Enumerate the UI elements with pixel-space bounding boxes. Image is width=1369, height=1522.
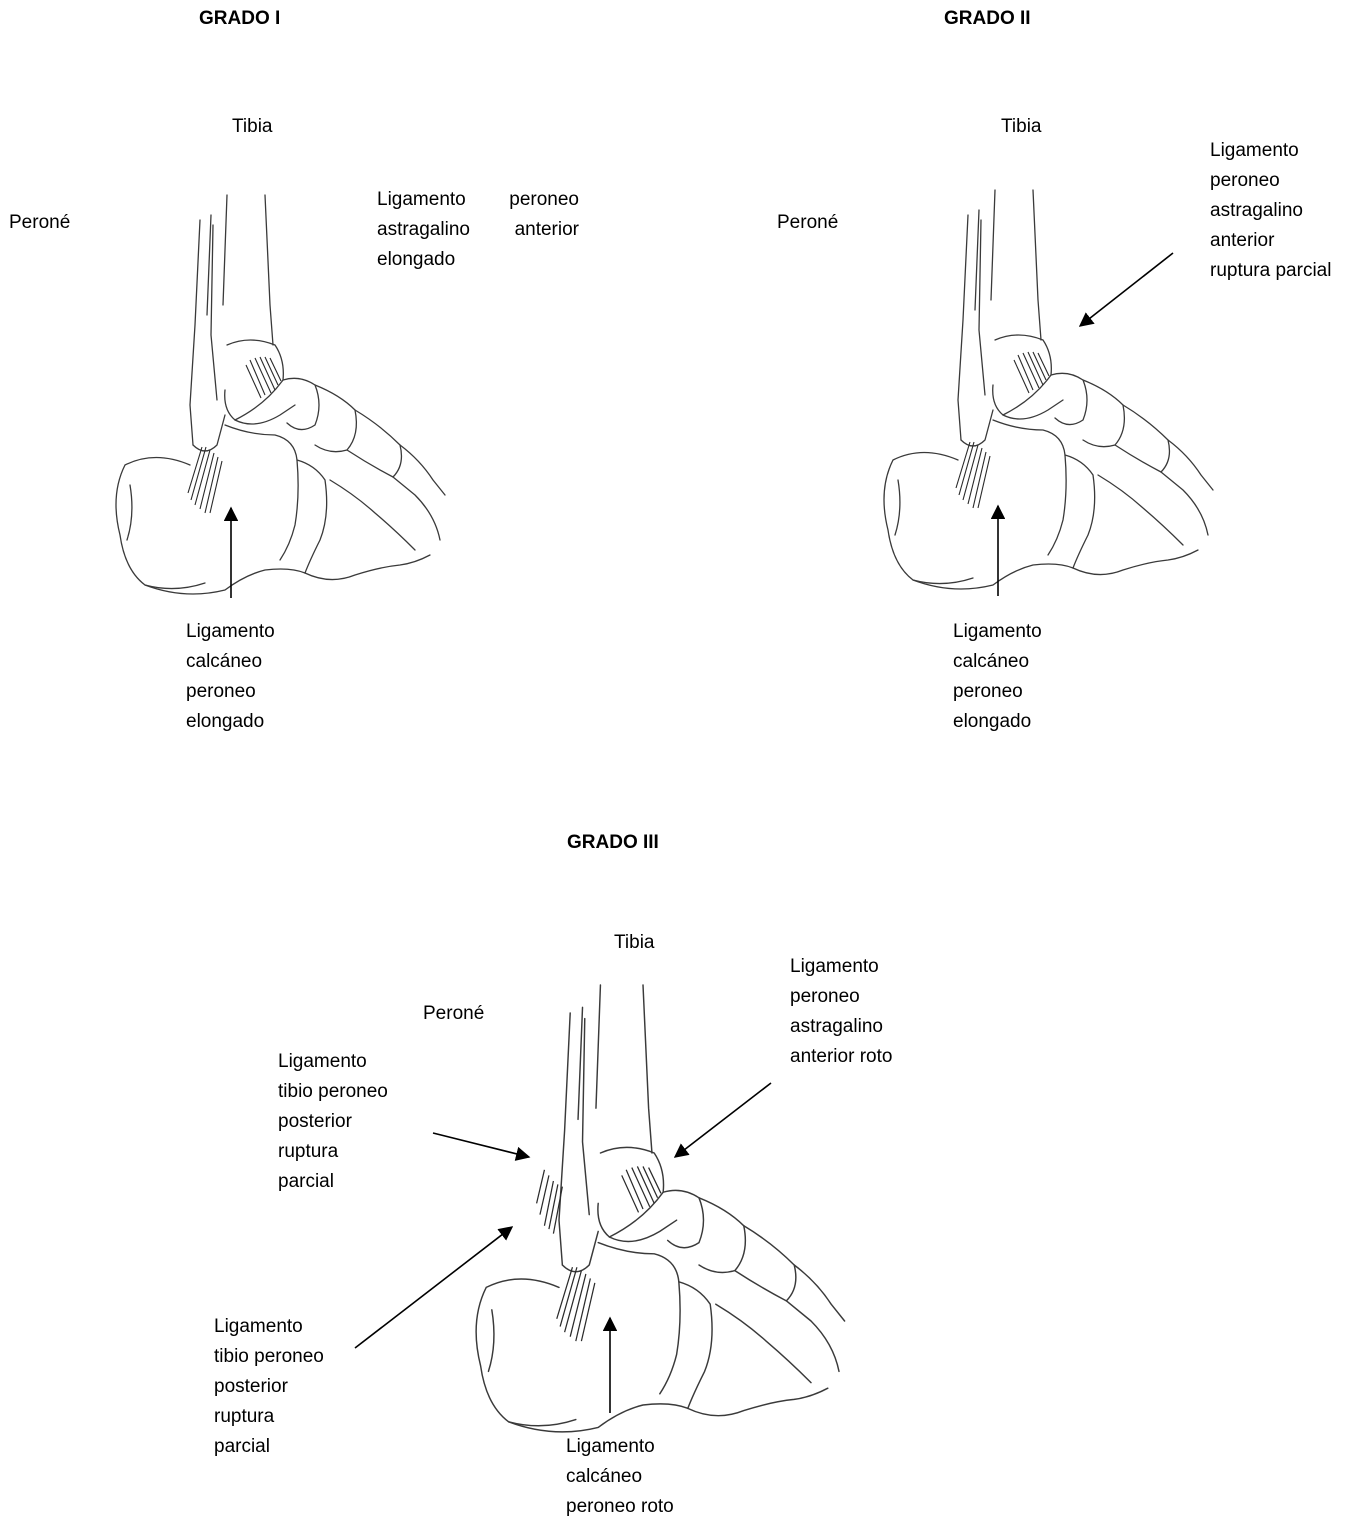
grade1-anterior-ligament-label: Ligamento peroneo astragalino anterior e… [377, 185, 579, 275]
grade2-calcaneo-ligament-label: Ligamento calcáneo peroneo elongado [953, 617, 1042, 737]
grade3-anterior-arrow [675, 1083, 771, 1157]
grade1-tibia-label: Tibia [232, 112, 272, 142]
grade2-anterior-ligament-label: Ligamento peroneo astragalino anterior r… [1210, 136, 1331, 286]
grade3-calcaneo-ligament-label: Ligamento calcáneo peroneo roto [566, 1432, 674, 1522]
grade2-title: GRADO II [944, 8, 1031, 30]
grade1-title: GRADO I [199, 8, 280, 30]
grade2-perone-label: Peroné [777, 208, 838, 238]
grade1-perone-label: Peroné [9, 208, 70, 238]
grade2-ankle-illustration [884, 190, 1213, 589]
grade2-tibia-label: Tibia [1001, 112, 1041, 142]
grade3-title: GRADO III [567, 832, 659, 854]
grade3-posterior-lower-ligament-label: Ligamento tibio peroneo posterior ruptur… [214, 1312, 324, 1462]
grade3-perone-label: Peroné [423, 999, 484, 1029]
grade2-anterior-arrow [1080, 253, 1173, 326]
grade3-posterior-lower-arrow [355, 1227, 512, 1348]
grade3-posterior-upper-arrow [433, 1133, 529, 1157]
grade3-tibia-label: Tibia [614, 928, 654, 958]
grade3-anterior-ligament-label: Ligamento peroneo astragalino anterior r… [790, 952, 892, 1072]
grade3-posterior-upper-ligament-label: Ligamento tibio peroneo posterior ruptur… [278, 1047, 388, 1197]
grade1-calcaneo-ligament-label: Ligamento calcáneo peroneo elongado [186, 617, 275, 737]
